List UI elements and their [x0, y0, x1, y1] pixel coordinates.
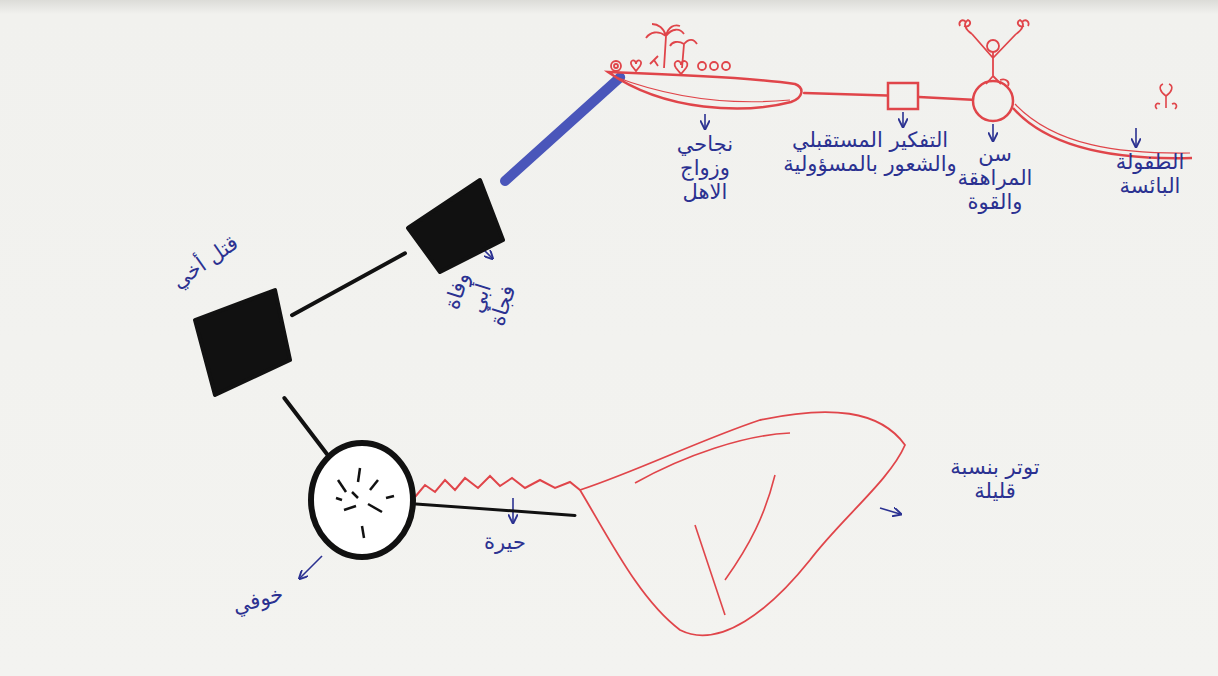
- leader-arrows: [300, 112, 1136, 578]
- leader-arrow: [1135, 128, 1137, 146]
- life-stage-oval: نجاحي وزواج الاهل: [605, 66, 805, 114]
- filled-box: [195, 290, 290, 395]
- inner-dash: [386, 496, 394, 498]
- flower: [698, 62, 706, 70]
- doodles: [611, 24, 730, 74]
- flower: [611, 61, 621, 71]
- leader-arrow: [902, 112, 904, 126]
- node-shape: [605, 66, 805, 114]
- blob-outline: [580, 412, 905, 635]
- hand: [1016, 20, 1029, 34]
- node-shape: [972, 80, 1014, 122]
- zigzag-line: [415, 476, 580, 497]
- inner-dash: [344, 506, 356, 510]
- person-figure: [959, 20, 1028, 86]
- inner-dash: [358, 468, 360, 482]
- node-shape: [192, 287, 292, 398]
- hand: [959, 20, 972, 34]
- timeline-line: [1015, 104, 1190, 153]
- doodle-mark: [650, 56, 658, 66]
- small-plant: [1156, 84, 1177, 109]
- node-shape: [405, 178, 505, 274]
- inner-dash: [362, 526, 364, 538]
- palm-tree: [646, 24, 684, 68]
- stage-label: الطفولة البائسة: [1094, 150, 1206, 198]
- inner-dash: [338, 480, 346, 492]
- timeline-connector: [919, 97, 972, 100]
- oval-outline: [608, 72, 801, 108]
- fear-circle: خوفي: [308, 440, 416, 560]
- oval-outline: [613, 76, 790, 102]
- life-stage-circle: سن المراهقة والقوة: [972, 80, 1014, 122]
- inner-dash: [336, 498, 342, 500]
- timeline-connector: [416, 504, 575, 515]
- timeline-connector: [284, 398, 327, 454]
- dark-event-box: وفاة أبي فجأة: [405, 178, 505, 274]
- tension-shape: توتر بنسبة قليلة: [575, 405, 910, 650]
- timeline-connector: [505, 77, 620, 181]
- node-shape: [887, 82, 919, 110]
- dark-event-box: قتل أخي: [192, 287, 292, 398]
- inner-line: [695, 525, 725, 615]
- leader-arrow: [300, 556, 322, 578]
- square-outline: [888, 83, 918, 109]
- inner-dash: [368, 504, 382, 512]
- stage-label: قتل أخي: [153, 221, 257, 304]
- circle-outline: [311, 443, 413, 557]
- timeline-connector: [804, 93, 887, 96]
- palm-tree: [670, 40, 697, 68]
- inner-dash: [370, 480, 378, 490]
- stage-label: خوفي: [216, 578, 300, 622]
- leader-arrow: [992, 124, 994, 140]
- head: [987, 40, 999, 52]
- inner-dash: [352, 492, 358, 498]
- node-shape: [575, 405, 910, 650]
- flower: [614, 64, 618, 68]
- flower: [722, 62, 730, 70]
- life-stage-square: التفكير المستقبلي والشعور بالمسؤولية: [887, 82, 919, 110]
- circle-outline: [973, 81, 1013, 121]
- node-shape: [308, 440, 416, 560]
- leader-arrow: [704, 114, 706, 128]
- plant: [1156, 84, 1177, 109]
- filled-box: [408, 180, 503, 272]
- stage-label: توتر بنسبة قليلة: [945, 455, 1045, 503]
- edge-label: حيرة: [475, 530, 535, 554]
- stage-label: التفكير المستقبلي والشعور بالمسؤولية: [778, 128, 963, 176]
- inner-line: [725, 475, 775, 580]
- inner-line: [635, 433, 790, 483]
- stage-label: نجاحي وزواج الاهل: [664, 132, 746, 204]
- body: [972, 34, 1016, 84]
- flower: [710, 62, 718, 70]
- stage-label: سن المراهقة والقوة: [949, 142, 1041, 214]
- leader-arrow: [880, 508, 900, 514]
- timeline-connector: [292, 253, 405, 315]
- heart: [631, 60, 641, 71]
- heart: [675, 61, 688, 74]
